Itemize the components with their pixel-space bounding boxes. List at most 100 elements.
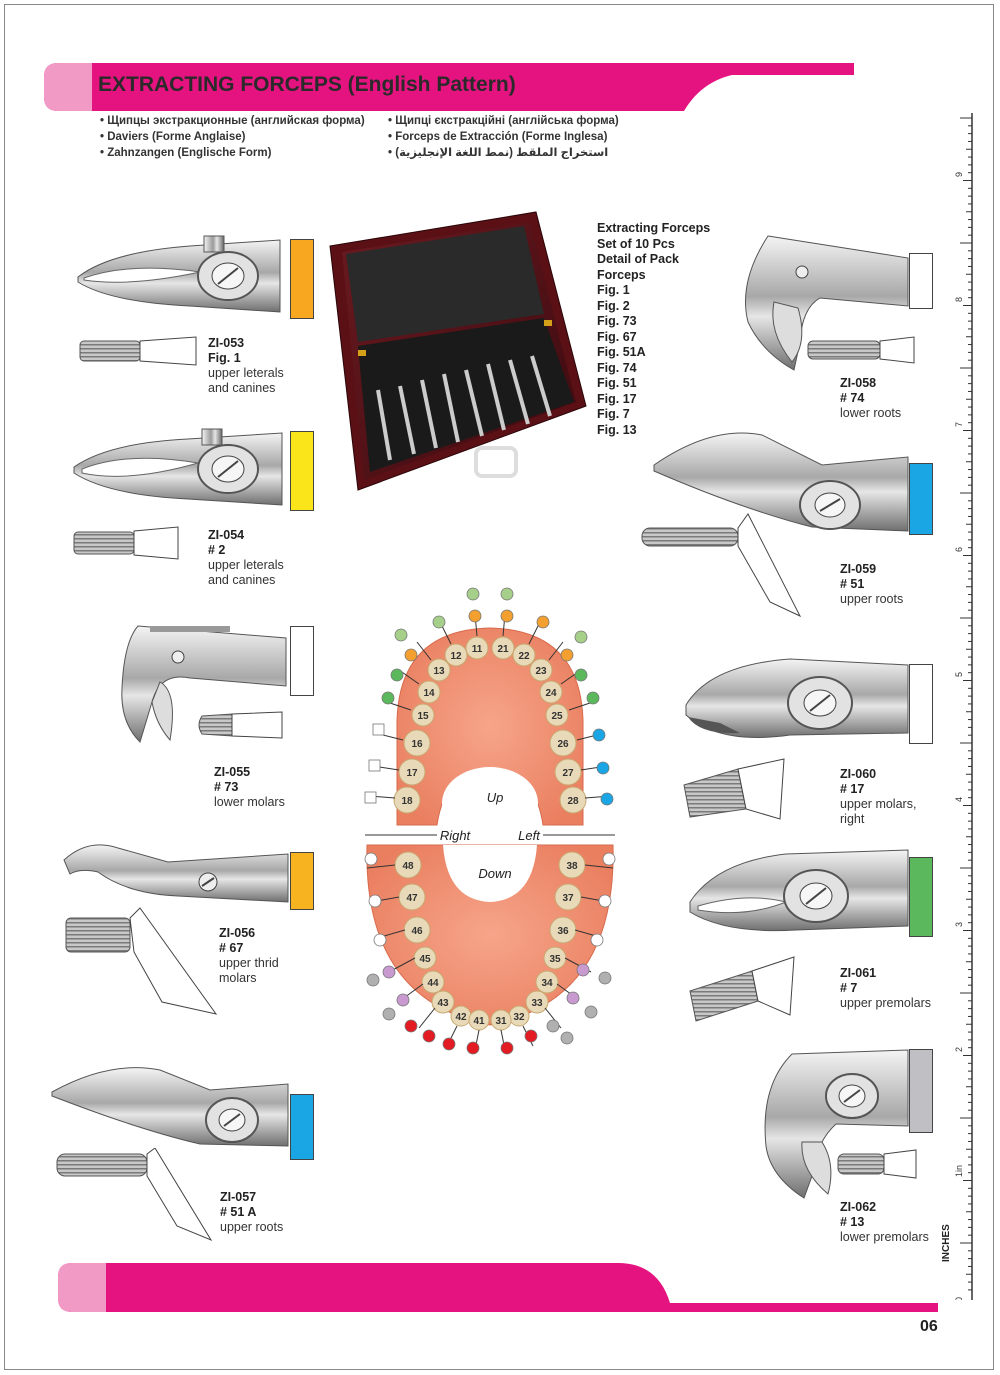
tooth-48: 48 <box>402 861 414 872</box>
product-057-info: ZI-057 # 51 A upper roots <box>220 1190 283 1235</box>
ruler-number: 3 <box>955 922 964 927</box>
product-desc: upper leterals <box>208 558 284 572</box>
color-tag-056 <box>290 852 314 910</box>
tooth-42: 42 <box>455 1012 467 1023</box>
forceps-case-image <box>329 211 587 491</box>
pack-fig: Fig. 51 <box>597 376 637 390</box>
pack-fig: Fig. 1 <box>597 283 630 297</box>
handle-059-image <box>641 513 802 618</box>
handle-053-image <box>79 336 197 366</box>
product-fig: Fig. 1 <box>208 351 241 365</box>
pack-fig: Fig. 74 <box>597 360 637 375</box>
tooth-28: 28 <box>567 796 579 807</box>
tooth-32: 32 <box>513 1012 525 1023</box>
handle-058-image <box>807 336 915 364</box>
forceps-061-image <box>689 849 909 932</box>
tooth-43: 43 <box>437 998 449 1009</box>
languages-left: Щипцы экстракционные (английская форма) … <box>100 113 364 161</box>
pack-details: Extracting Forceps Set of 10 Pcs Detail … <box>597 221 710 438</box>
color-tag-053 <box>290 239 314 319</box>
product-desc: molars <box>219 971 257 985</box>
product-fig: # 7 <box>840 981 858 995</box>
tooth-14: 14 <box>423 688 435 699</box>
product-056-info: ZI-056 # 67 upper thrid molars <box>219 926 279 986</box>
product-059-info: ZI-059 # 51 upper roots <box>840 562 903 607</box>
product-desc: upper molars, <box>840 797 917 811</box>
tooth-27: 27 <box>562 768 574 779</box>
ruler-number: 7 <box>955 422 964 427</box>
header-banner: EXTRACTING FORCEPS (English Pattern) <box>44 63 854 111</box>
product-desc: upper thrid <box>219 956 279 970</box>
pack-fig: Fig. 67 <box>597 329 637 344</box>
product-desc: and canines <box>208 381 276 395</box>
product-062-info: ZI-062 # 13 lower premolars <box>840 1200 929 1245</box>
product-fig: # 51 <box>840 577 865 591</box>
color-tag-057 <box>290 1094 314 1160</box>
tooth-37: 37 <box>562 893 574 904</box>
ruler-number: 5 <box>955 672 964 677</box>
tooth-16: 16 <box>411 739 423 750</box>
label-left: Left <box>518 828 541 843</box>
tooth-17: 17 <box>406 768 418 779</box>
pack-line: Forceps <box>597 267 646 282</box>
pack-fig: Fig. 13 <box>597 422 637 437</box>
tooth-13: 13 <box>433 666 445 677</box>
product-060-info: ZI-060 # 17 upper molars, right <box>840 767 916 827</box>
color-tag-055 <box>290 626 314 696</box>
product-code: ZI-055 <box>214 765 251 779</box>
pack-line: Extracting Forceps <box>597 221 711 235</box>
ruler-number: 4 <box>955 797 964 802</box>
tooth-47: 47 <box>406 893 418 904</box>
label-up: Up <box>487 790 504 805</box>
product-053-info: ZI-053 Fig. 1 upper leterals and canines <box>208 336 284 396</box>
page-number: 06 <box>920 1318 938 1335</box>
handle-062-image <box>837 1149 917 1179</box>
color-tag-058 <box>909 253 933 309</box>
lang-russian: Щипцы экстракционные (английская форма) <box>100 113 364 129</box>
product-desc: upper roots <box>220 1220 284 1234</box>
lang-arabic: استخراج الملقط (نمط اللغة الإنجليزية) <box>388 145 619 161</box>
tooth-18: 18 <box>401 796 413 807</box>
product-desc: lower molars <box>214 795 285 809</box>
handle-060-image <box>683 758 785 820</box>
product-054-info: ZI-054 # 2 upper leterals and canines <box>208 528 284 588</box>
tooth-23: 23 <box>535 666 547 677</box>
ruler-number: 0 <box>955 1297 964 1300</box>
pack-fig: Fig. 7 <box>597 407 630 421</box>
page-frame <box>4 4 994 1370</box>
pack-fig: Fig. 73 <box>597 314 637 328</box>
product-fig: # 51 A <box>220 1205 257 1219</box>
product-desc: upper roots <box>840 592 904 606</box>
forceps-060-image <box>685 658 909 738</box>
tooth-44: 44 <box>427 978 439 989</box>
tooth-24: 24 <box>545 688 557 699</box>
tooth-33: 33 <box>531 998 543 1009</box>
handle-055-image <box>198 711 283 739</box>
handle-061-image <box>689 956 795 1022</box>
label-right: Right <box>440 828 472 843</box>
ruler-label: INCHES <box>941 1224 952 1262</box>
forceps-058-image <box>745 235 909 371</box>
product-desc: and canines <box>208 573 276 587</box>
pack-fig: Fig. 51A <box>597 345 646 359</box>
pack-line: Set of 10 Pcs <box>597 236 675 251</box>
pack-fig: Fig. 17 <box>597 391 637 406</box>
product-code: ZI-053 <box>208 336 245 350</box>
dental-chart: 11 12 13 14 15 16 17 18 21 22 23 24 25 2… <box>364 587 616 1055</box>
tooth-45: 45 <box>419 954 431 965</box>
handle-056-image <box>65 907 218 1015</box>
tooth-21: 21 <box>497 644 509 655</box>
pack-fig: Fig. 2 <box>597 298 630 313</box>
product-code: ZI-054 <box>208 528 245 542</box>
product-061-info: ZI-061 # 7 upper premolars <box>840 966 931 1011</box>
tooth-25: 25 <box>551 711 563 722</box>
color-tag-054 <box>290 431 314 511</box>
color-tag-062 <box>909 1049 933 1133</box>
tooth-35: 35 <box>549 954 561 965</box>
forceps-055-image <box>121 625 287 743</box>
product-fig: # 67 <box>219 941 244 955</box>
ruler-number: 6 <box>955 547 964 552</box>
product-code: ZI-062 <box>840 1200 877 1214</box>
forceps-057-image <box>51 1067 289 1147</box>
